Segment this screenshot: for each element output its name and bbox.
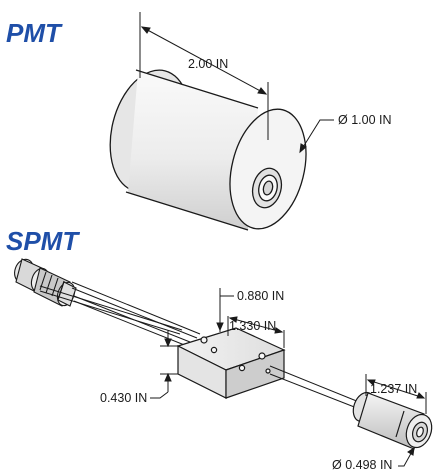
spmt-box [176,327,286,399]
spmt-title: SPMT [6,226,80,256]
pmt-length-dimension [139,12,269,140]
spmt-dim-height-lines [150,330,178,399]
pmt-window-core [262,180,274,196]
spmt-fiber [269,365,365,411]
spmt-dim-width-label: 1.330 IN [229,319,276,333]
spmt-dim-width-lines [227,316,285,348]
pmt-cylinder [109,69,307,231]
spmt-dim-top-label: 0.880 IN [237,289,284,303]
pmt-diameter-label: Ø 1.00 IN [338,113,392,127]
spmt-dim-head-length-lines [365,374,427,414]
spmt-dim-head-length-label: 1.237 IN [370,382,417,396]
pmt-diameter-leader [299,119,334,154]
pmt-bottom-edge [125,191,249,231]
spmt-dim-height-label: 0.430 IN [100,391,147,405]
spmt-dim-top-lines [216,288,234,332]
sma-connector [14,258,77,307]
spmt-cables [39,281,201,347]
pmt-length-label: 2.00 IN [188,57,228,71]
pmt-title: PMT [6,18,63,48]
spmt-dim-head-diameter-label: Ø 0.498 IN [332,458,392,472]
pmt-body [128,71,258,230]
spmt-dim-head-diameter-lines [398,446,415,467]
spmt-sensor-head [352,391,433,450]
pmt-top-edge [135,69,259,109]
